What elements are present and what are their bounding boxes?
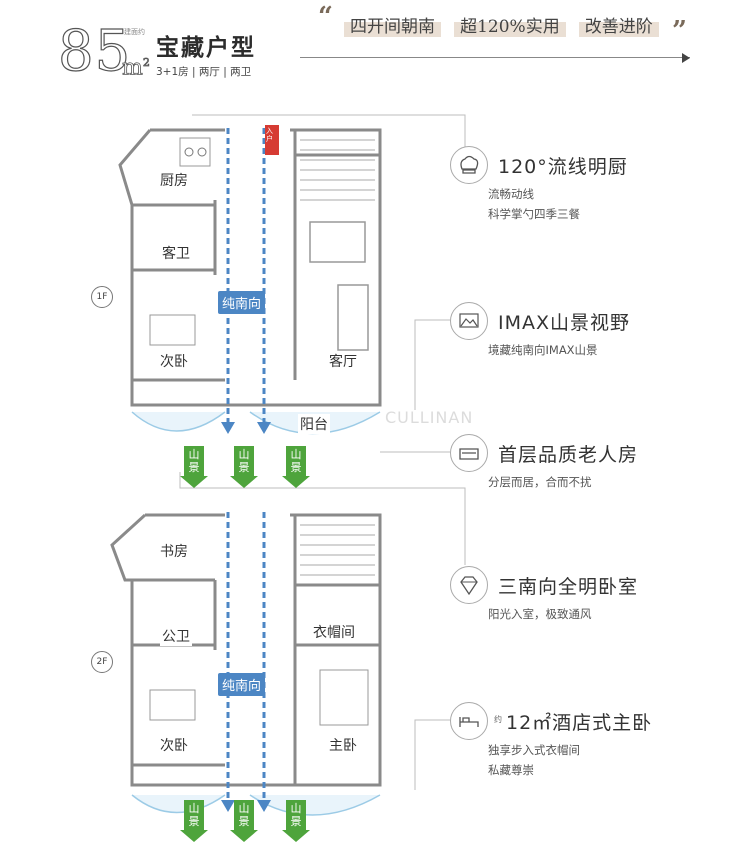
bed-icon (450, 702, 488, 740)
feature-desc: 阳光入室，极致通风 (488, 607, 592, 621)
area-unit: m2 (122, 55, 151, 81)
sofa-icon (450, 434, 488, 472)
area-number: 85 (57, 19, 132, 84)
room-config: 3+1房 | 两厅 | 两卫 (156, 66, 252, 78)
feature-title: 首层品质老人房 (498, 444, 639, 466)
feature-desc: 独享步入式衣帽间 (488, 743, 580, 757)
feature-title: 120°流线明厨 (498, 156, 628, 178)
mountain-view-icon (450, 302, 488, 340)
arrow-icon (682, 53, 690, 63)
room-label-public-bath: 公卫 (160, 626, 192, 646)
open-quote-icon: “ (318, 2, 333, 32)
south-facing-label: 纯南向 (218, 291, 266, 314)
mountain-view-marker: 山景 (230, 446, 258, 488)
feature-title: 三南向全明卧室 (498, 576, 639, 598)
highlight-bar: “ 四开间朝南 超120%实用 改善进阶 ” (310, 2, 690, 46)
feature-desc: 境藏纯南向IMAX山景 (488, 343, 598, 357)
highlight-tag: 超120%实用 (454, 12, 566, 37)
feature-title-prefix: 约 (494, 715, 502, 724)
floor-badge-1f: 1F (91, 286, 113, 308)
room-label-study: 书房 (158, 541, 190, 561)
mountain-view-marker: 山景 (180, 446, 208, 488)
feature-desc: 流畅动线 (488, 187, 534, 201)
close-quote-icon: ” (672, 16, 687, 46)
feature-desc: 分层而居，合而不扰 (488, 475, 592, 489)
mountain-view-marker: 山景 (230, 800, 258, 842)
feature-desc: 科学掌勺四季三餐 (488, 207, 580, 221)
room-label-master-bedroom: 主卧 (327, 735, 359, 755)
mountain-view-marker: 山景 (282, 446, 310, 488)
room-label-walk-in-closet: 衣帽间 (311, 622, 357, 642)
highlight-tag: 改善进阶 (578, 12, 659, 37)
south-facing-label: 纯南向 (218, 673, 266, 696)
area-note: 建面约 (124, 28, 145, 36)
room-label-guest-bath: 客卫 (160, 243, 192, 263)
entry-label: 入户 (266, 127, 273, 143)
room-label-bedroom: 次卧 (158, 351, 190, 371)
room-label-kitchen: 厨房 (158, 170, 190, 190)
watermark: CULLINAN (385, 408, 474, 427)
header-divider (300, 57, 690, 58)
room-label-bedroom: 次卧 (158, 735, 190, 755)
diamond-icon (450, 566, 488, 604)
room-label-balcony: 阳台 (298, 414, 330, 434)
feature-title: IMAX山景视野 (498, 312, 631, 334)
unit-type-title: 宝藏户型 (156, 35, 256, 61)
floor-badge-2f: 2F (91, 651, 113, 673)
mountain-view-marker: 山景 (282, 800, 310, 842)
highlight-tag: 四开间朝南 (344, 12, 441, 37)
mountain-view-marker: 山景 (180, 800, 208, 842)
feature-desc: 私藏尊崇 (488, 763, 534, 777)
chef-hat-icon (450, 146, 488, 184)
feature-title: 12㎡酒店式主卧 (506, 712, 653, 734)
room-label-living: 客厅 (327, 351, 359, 371)
